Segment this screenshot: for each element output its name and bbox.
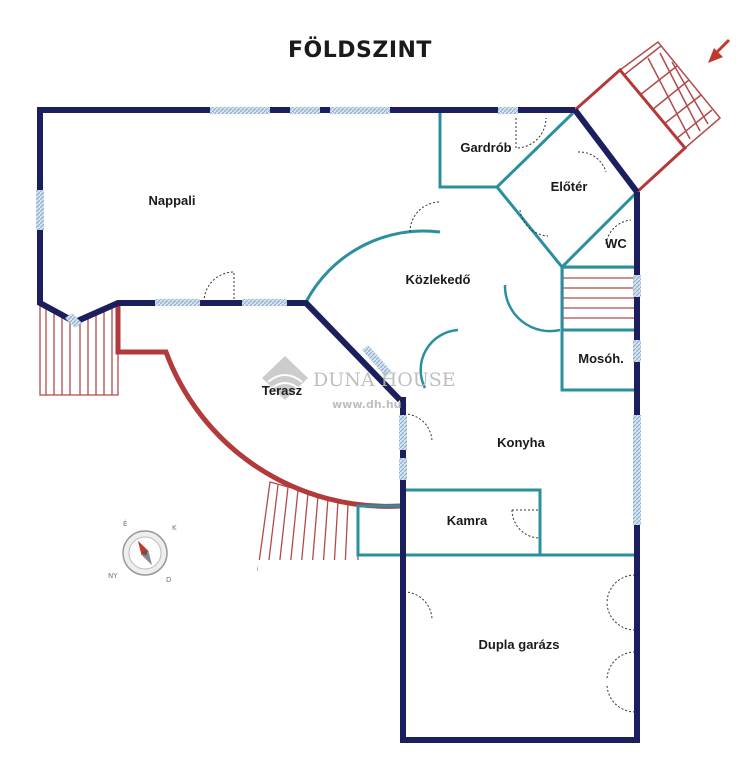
door-swings bbox=[203, 117, 636, 713]
compass-icon: É K D NY bbox=[108, 519, 177, 584]
watermark-brand: DUNA HOUSE bbox=[313, 369, 456, 391]
room-label-terasz: Terasz bbox=[262, 383, 303, 398]
floor-title: FÖLDSZINT bbox=[288, 37, 432, 63]
watermark: DUNA HOUSE www.dh.hu bbox=[262, 356, 456, 411]
room-label-garazs: Dupla garázs bbox=[479, 637, 560, 652]
windows bbox=[36, 107, 641, 525]
terrace-edge bbox=[115, 305, 401, 509]
door-arcs-solid bbox=[419, 284, 561, 389]
compass-south: D bbox=[166, 576, 171, 584]
compass-west: NY bbox=[108, 572, 118, 580]
room-label-kozlekedo: Közlekedő bbox=[405, 272, 470, 287]
duna-house-logo-icon bbox=[262, 356, 308, 400]
internal-stairs bbox=[562, 267, 636, 331]
compass-north: É bbox=[123, 519, 127, 528]
terrace-stairs-left bbox=[39, 301, 119, 396]
entrance-landing-wall bbox=[574, 67, 688, 194]
room-label-mosoh: Mosóh. bbox=[578, 351, 624, 366]
inner-walls bbox=[304, 110, 639, 557]
room-label-konyha: Konyha bbox=[497, 435, 545, 450]
room-label-wc: WC bbox=[605, 236, 627, 251]
watermark-url: www.dh.hu bbox=[332, 398, 402, 411]
room-label-gardrob: Gardrób bbox=[460, 140, 511, 155]
room-label-eloter: Előtér bbox=[551, 179, 588, 194]
compass-east: K bbox=[172, 524, 177, 532]
stairs-mask bbox=[258, 560, 362, 574]
entrance-arrow-icon bbox=[708, 38, 731, 63]
room-label-kamra: Kamra bbox=[447, 513, 488, 528]
room-label-nappali: Nappali bbox=[149, 193, 196, 208]
